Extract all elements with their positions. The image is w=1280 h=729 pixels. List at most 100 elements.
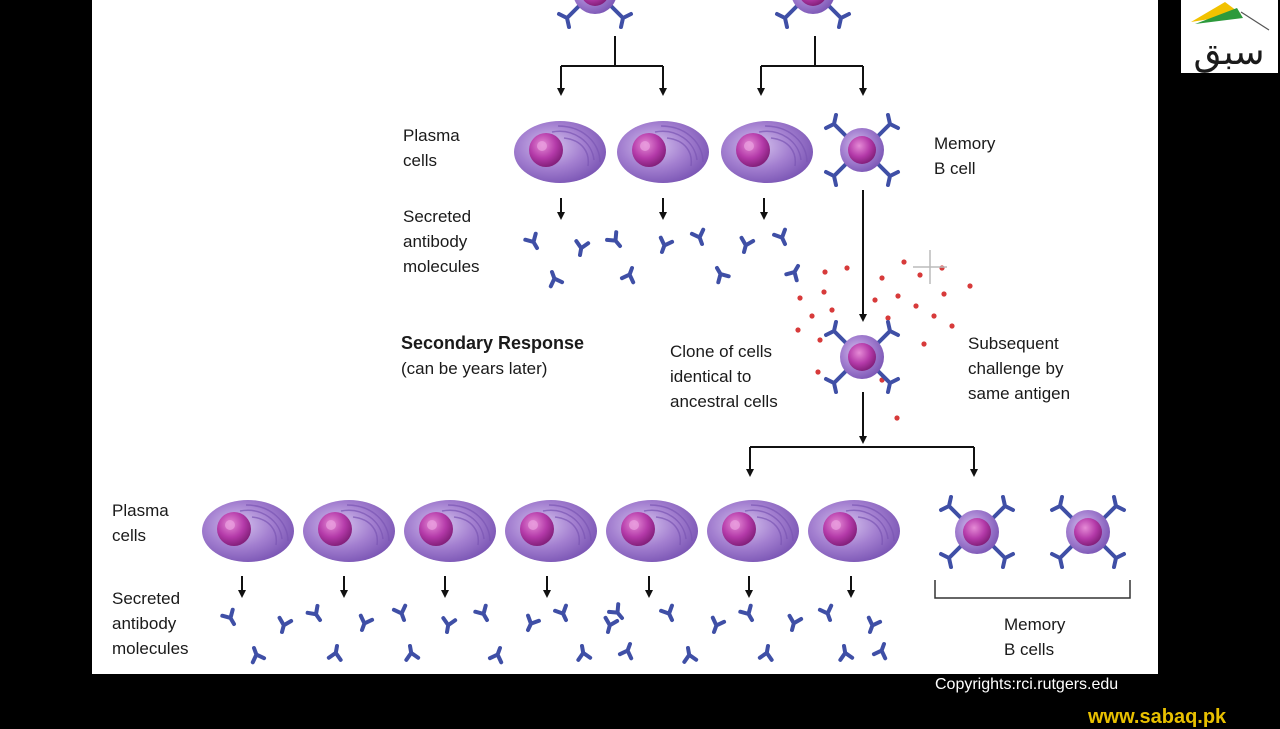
antibody-group-top <box>523 227 806 289</box>
antigen-dot <box>921 341 927 347</box>
antibody-icon <box>617 639 638 661</box>
antibody-icon <box>391 603 412 625</box>
antibody-icon <box>836 642 855 662</box>
plasma-cells-label-bottom: Plasma cells <box>112 501 169 545</box>
antigen-dot <box>949 323 955 329</box>
antigen-dot <box>795 327 801 333</box>
secondary-response-heading: Secondary Response <box>401 333 585 353</box>
plasma-cell-icon <box>720 120 814 184</box>
primary-branch-connectors <box>557 36 867 96</box>
antigen-dot <box>872 297 878 303</box>
plasma-cell-icon <box>807 499 901 563</box>
antibody-icon <box>600 615 620 636</box>
immune-response-diagram <box>201 0 1131 665</box>
memory-b-cell-label: Memory B cell <box>934 134 996 178</box>
secreted-antibody-label-bottom: Secreted antibody molecules <box>112 589 189 658</box>
antigen-dot <box>817 337 823 343</box>
antibody-icon <box>709 263 731 285</box>
antibody-icon <box>354 613 375 635</box>
logo-mark-icon: سبق <box>1191 2 1270 73</box>
memory-b-cells-label: Memory B cells <box>1004 615 1066 659</box>
antigen-dot <box>797 295 803 301</box>
copyright-text: Copyrights:rci.rutgers.edu <box>935 676 1119 693</box>
channel-logo: سبق <box>1181 0 1278 73</box>
plasma-cell-icon <box>403 499 497 563</box>
antibody-icon <box>689 227 710 249</box>
antigen-dot <box>913 303 919 309</box>
antibody-icon <box>572 239 591 259</box>
plasma-cell-icon <box>201 499 295 563</box>
secretion-arrows-top <box>557 198 768 220</box>
antigen-dot <box>917 272 923 278</box>
antigen-dot <box>967 283 973 289</box>
plasma-cell-icon <box>513 120 607 184</box>
antibody-icon <box>246 643 267 665</box>
plasma-cell-icon <box>605 499 699 563</box>
memory-b-cell-icon <box>1050 495 1126 569</box>
antibody-icon <box>220 607 242 629</box>
antibody-icon <box>772 227 793 249</box>
antibody-icon <box>757 642 776 662</box>
secreted-antibody-label-top: Secreted antibody molecules <box>403 207 480 276</box>
antigen-dots <box>795 259 973 421</box>
clone-of-cells-label: Clone of cells identical to ancestral ce… <box>670 342 778 411</box>
plasma-cell-icon <box>302 499 396 563</box>
plasma-cell-icon <box>504 499 598 563</box>
antigen-dot <box>809 313 815 319</box>
antibody-icon <box>544 267 565 289</box>
antibody-icon <box>605 230 627 252</box>
antibody-icon <box>439 616 458 636</box>
antigen-dot <box>901 259 907 265</box>
antigen-dot <box>894 415 900 421</box>
antigen-dot <box>829 307 835 313</box>
antibody-icon <box>473 603 495 625</box>
antigen-dot <box>939 265 945 271</box>
antibody-icon <box>619 263 640 285</box>
antibody-icon <box>706 615 727 637</box>
plasma-cells-label-top: Plasma cells <box>403 126 460 170</box>
memory-b-cell-icon <box>939 495 1015 569</box>
antibody-icon <box>326 642 345 662</box>
plasma-cell-icon <box>616 120 710 184</box>
memory-b-cell-icon <box>824 320 900 394</box>
antibody-icon <box>520 613 541 635</box>
antibody-icon <box>680 644 699 664</box>
antibody-icon <box>738 603 760 625</box>
antibody-icon <box>736 235 756 256</box>
years-later-note: (can be years later) <box>401 359 548 378</box>
antigen-dot <box>821 289 827 295</box>
site-url: www.sabaq.pk <box>1088 706 1227 728</box>
antibody-icon <box>523 231 545 253</box>
antibody-icon <box>574 642 593 662</box>
antibody-icon <box>305 603 327 626</box>
antibody-icon <box>871 639 892 661</box>
memory-b-cell-icon <box>557 0 633 29</box>
antibody-group-bottom <box>220 602 892 665</box>
antigen-dot <box>815 369 821 375</box>
antigen-dot <box>931 313 937 319</box>
antigen-dot <box>941 291 947 297</box>
antigen-dot <box>822 269 828 275</box>
antibody-icon <box>553 603 574 625</box>
crosshair-icon <box>913 250 947 284</box>
slide: Plasma cells Secreted antibody molecules… <box>92 0 1158 674</box>
antibody-icon <box>784 261 806 283</box>
antibody-icon <box>817 603 838 625</box>
memory-cells-bracket <box>934 580 1131 599</box>
antigen-dot <box>844 265 850 271</box>
antibody-icon <box>659 603 680 625</box>
secondary-branch-connectors <box>746 392 978 477</box>
antibody-icon <box>487 643 508 665</box>
secretion-arrows-bottom <box>238 576 855 598</box>
antigen-dot <box>879 275 885 281</box>
antibody-icon <box>402 642 421 662</box>
memory-b-cell-icon <box>775 0 851 29</box>
antigen-dot <box>885 315 891 321</box>
antibody-icon <box>654 235 675 257</box>
plasma-cell-icon <box>706 499 800 563</box>
logo-text: سبق <box>1193 32 1264 73</box>
memory-b-cell-icon <box>824 113 900 187</box>
antibody-icon <box>274 615 294 636</box>
subsequent-challenge-label: Subsequent challenge by same antigen <box>968 334 1071 403</box>
antibody-icon <box>862 615 883 637</box>
